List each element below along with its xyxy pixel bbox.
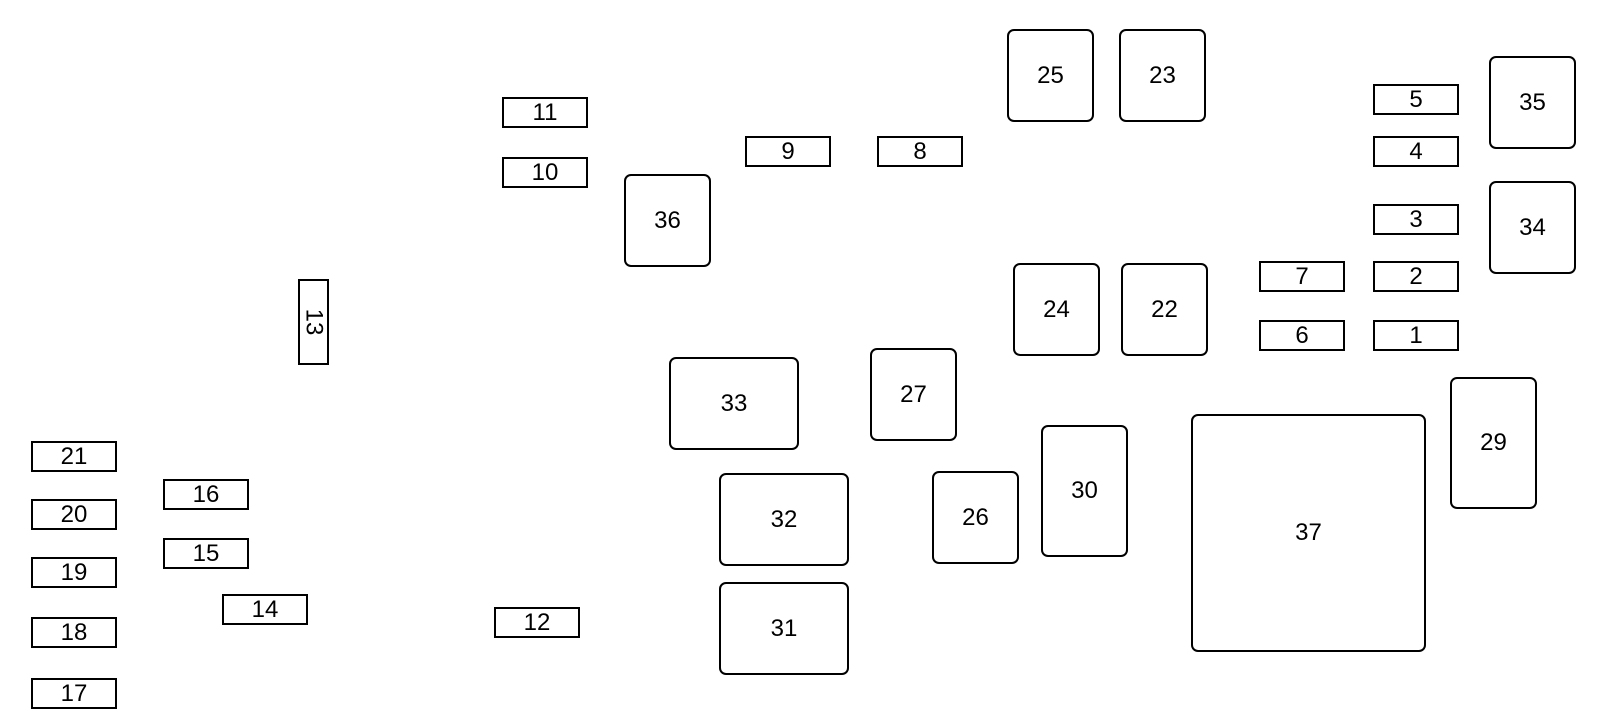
relay-35: 35 xyxy=(1489,56,1576,149)
fuse-10-label: 10 xyxy=(531,158,559,186)
fuse-17-label: 17 xyxy=(60,679,88,707)
fuse-14-label: 14 xyxy=(251,595,279,623)
fuse-20-label: 20 xyxy=(60,500,88,528)
fuse-4: 4 xyxy=(1373,136,1459,167)
relay-26-label: 26 xyxy=(962,503,989,531)
fuse-10: 10 xyxy=(502,157,588,188)
fuse-12-label: 12 xyxy=(523,608,551,636)
fuse-19-label: 19 xyxy=(60,558,88,586)
relay-32: 32 xyxy=(719,473,849,566)
relay-23-label: 23 xyxy=(1149,61,1176,89)
relay-33: 33 xyxy=(669,357,799,450)
fuse-3: 3 xyxy=(1373,204,1459,235)
fuse-18: 18 xyxy=(31,617,117,648)
fuse-20: 20 xyxy=(31,499,117,530)
relay-29-label: 29 xyxy=(1480,429,1507,456)
fuse-7: 7 xyxy=(1259,261,1345,292)
fuse-8-label: 8 xyxy=(913,137,927,165)
fuse-11-label: 11 xyxy=(532,98,558,126)
fuse-15: 15 xyxy=(163,538,249,569)
fuse-7-label: 7 xyxy=(1295,262,1309,290)
fuse-9: 9 xyxy=(745,136,831,167)
relay-24: 24 xyxy=(1013,263,1100,356)
relay-33-label: 33 xyxy=(720,389,748,417)
fuse-1-label: 1 xyxy=(1409,321,1423,349)
relay-25-label: 25 xyxy=(1037,61,1064,89)
relay-32-label: 32 xyxy=(770,505,798,533)
relay-34-label: 34 xyxy=(1519,213,1546,241)
fuse-3-label: 3 xyxy=(1409,205,1423,233)
relay-22-label: 22 xyxy=(1151,295,1178,323)
relay-30: 30 xyxy=(1041,425,1128,557)
fuse-18-label: 18 xyxy=(60,618,88,646)
relay-31-label: 31 xyxy=(770,614,798,642)
relay-31: 31 xyxy=(719,582,849,675)
fuse-21-label: 21 xyxy=(60,442,88,470)
relay-26: 26 xyxy=(932,471,1019,564)
relay-23: 23 xyxy=(1119,29,1206,122)
fuse-13: 13 xyxy=(298,279,329,365)
fuse-14: 14 xyxy=(222,594,308,625)
relay-36-label: 36 xyxy=(654,206,681,234)
relay-34: 34 xyxy=(1489,181,1576,274)
relay-37: 37 xyxy=(1191,414,1426,652)
fuse-2: 2 xyxy=(1373,261,1459,292)
fuse-13-label: 13 xyxy=(300,308,328,336)
relay-30-label: 30 xyxy=(1071,477,1098,504)
relay-27-label: 27 xyxy=(900,380,927,408)
relay-35-label: 35 xyxy=(1519,88,1546,116)
fuse-9-label: 9 xyxy=(781,137,795,165)
fuse-2-label: 2 xyxy=(1409,262,1423,290)
fuse-15-label: 15 xyxy=(192,539,220,567)
relay-25: 25 xyxy=(1007,29,1094,122)
relay-24-label: 24 xyxy=(1043,295,1070,323)
fuse-17: 17 xyxy=(31,678,117,709)
fuse-16-label: 16 xyxy=(192,480,220,508)
fuse-1: 1 xyxy=(1373,320,1459,351)
fuse-5-label: 5 xyxy=(1409,85,1423,113)
fuse-6-label: 6 xyxy=(1295,321,1309,349)
fuse-4-label: 4 xyxy=(1409,137,1423,165)
relay-22: 22 xyxy=(1121,263,1208,356)
fuse-11: 11 xyxy=(502,97,588,128)
fuse-5: 5 xyxy=(1373,84,1459,115)
relay-27: 27 xyxy=(870,348,957,441)
relay-37-label: 37 xyxy=(1295,519,1322,546)
relay-29: 29 xyxy=(1450,377,1537,509)
relay-36: 36 xyxy=(624,174,711,267)
fuse-8: 8 xyxy=(877,136,963,167)
fuse-19: 19 xyxy=(31,557,117,588)
fuse-12: 12 xyxy=(494,607,580,638)
fuse-6: 6 xyxy=(1259,320,1345,351)
fuse-16: 16 xyxy=(163,479,249,510)
fuse-21: 21 xyxy=(31,441,117,472)
